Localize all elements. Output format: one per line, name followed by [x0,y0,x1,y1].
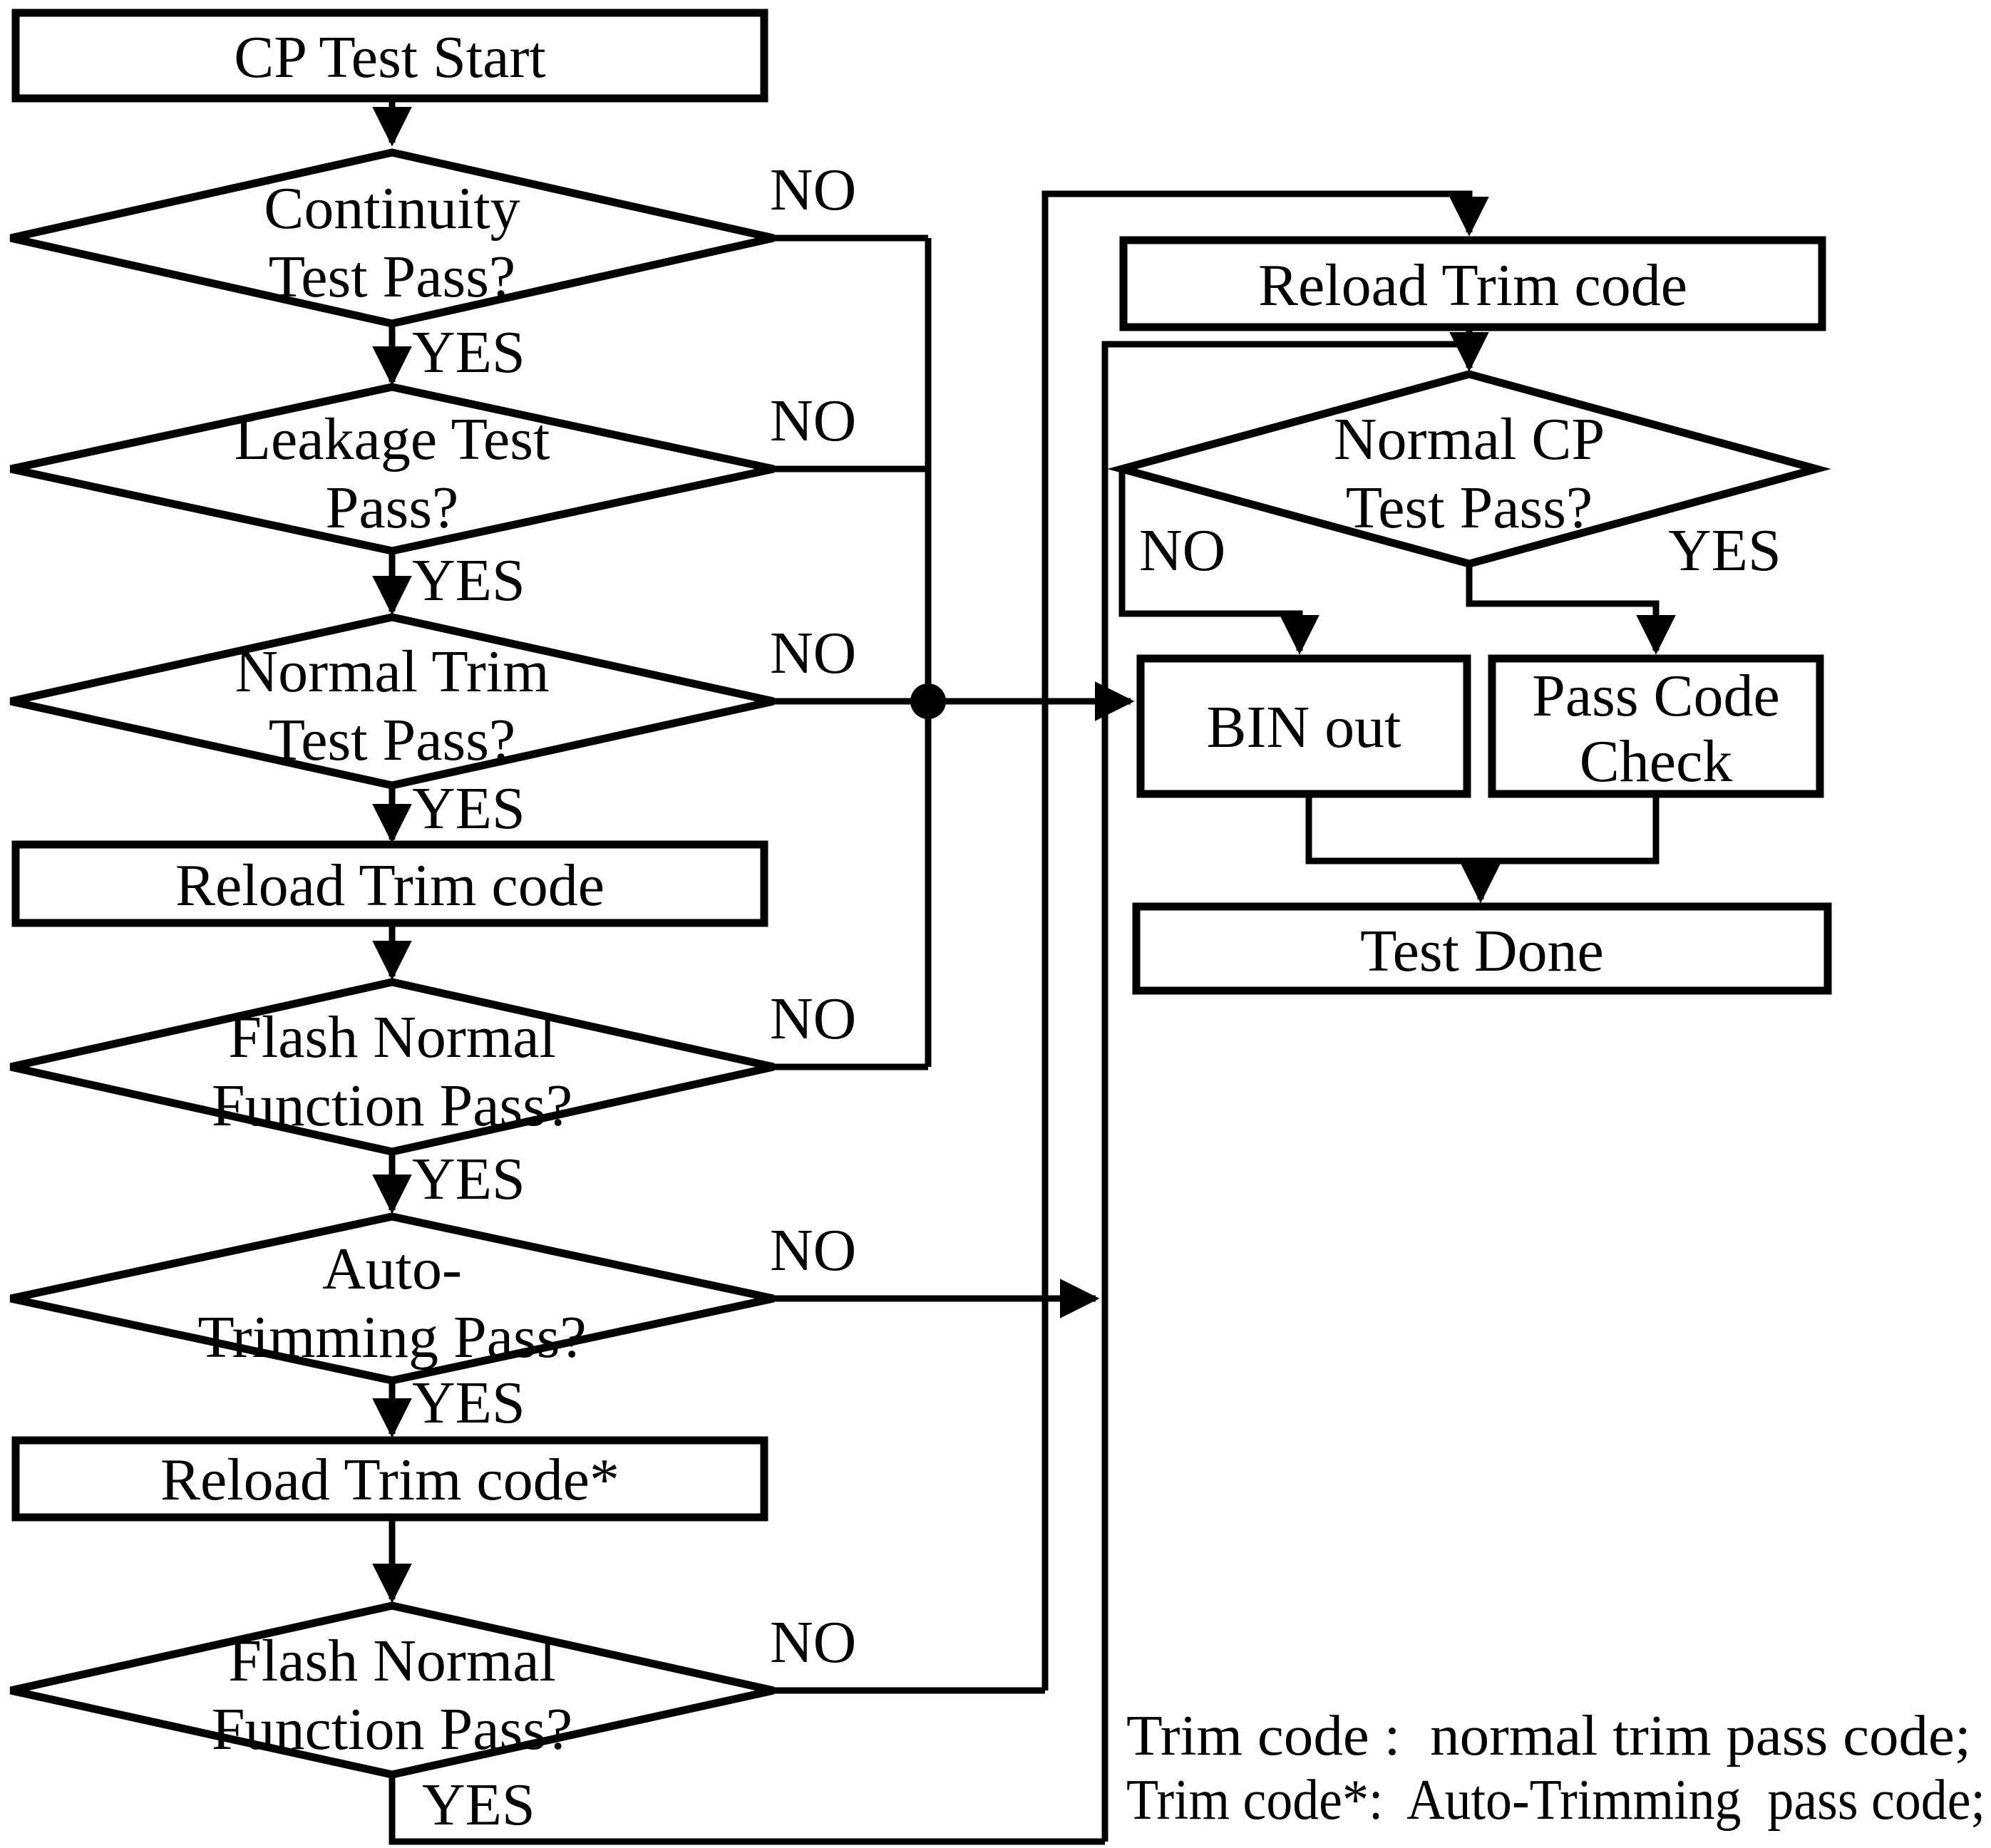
no-label-leakage: NO [770,388,856,454]
decision-auto-trimming-line2: Trimming Pass? [197,1304,586,1370]
reload-trim-code-box-right [1119,236,1826,331]
decision-normal-trim-line1: Normal Trim [235,639,549,705]
yes-label-flash-normal-1: YES [412,1146,525,1212]
connector-flash2-yes [389,1775,1105,1845]
decision-normal-cp-line1: Normal CP [1334,406,1605,473]
bus-flash2-no-to-reload [1041,190,1489,1690]
yes-label-normal-cp: YES [1668,517,1781,584]
no-label-flash-normal-1: NO [770,986,856,1052]
pass-code-check-box [1488,654,1824,798]
connector-normal-cp-yes [1466,564,1676,655]
reload-trim-code-box-right-label: Reload Trim code [1258,252,1687,319]
decision-flash-normal-2-line1: Flash Normal [228,1628,556,1694]
bus-yes-to-normal-cp [1101,341,1469,1842]
yes-label-continuity: YES [412,319,525,386]
connector-normal-cp-no [1118,469,1319,655]
legend-line-1: Trim code : normal trim pass code; [1126,1705,1971,1767]
yes-label-normal-trim: YES [412,775,525,842]
decision-flash-normal-1-line1: Flash Normal [228,1004,556,1070]
decision-continuity-line2: Test Pass? [269,244,515,310]
decision-leakage-line1: Leakage Test [235,406,550,473]
test-done-label: Test Done [1360,918,1604,984]
decision-continuity-line1: Continuity [264,175,520,242]
bin-out-box [1136,654,1471,798]
decision-flash-normal-1-line2: Function Pass? [212,1073,572,1139]
pass-code-check-line1: Pass Code [1532,663,1780,729]
decision-normal-trim-line2: Test Pass? [269,707,515,773]
no-label-flash-normal-2: NO [770,1609,856,1676]
yes-label-leakage: YES [412,547,525,614]
reload-trim-code-star-box [11,1436,768,1522]
pass-code-check-line2: Check [1580,728,1733,795]
start-box-label: CP Test Start [234,24,546,91]
decision-normal-cp-line2: Test Pass? [1346,475,1593,541]
yes-label-flash-normal-2: YES [422,1772,535,1838]
bin-out-label: BIN out [1207,694,1401,760]
reload-trim-code-box-1 [11,840,768,927]
decision-auto-trimming-line1: Auto- [322,1236,462,1302]
connector-merge [1305,794,1660,864]
no-label-continuity: NO [770,157,856,223]
no-label-normal-cp: NO [1139,517,1225,584]
yes-label-auto-trimming: YES [412,1370,525,1436]
decision-leakage-line2: Pass? [326,475,459,541]
reload-trim-code-box-1-label: Reload Trim code [175,852,604,919]
test-done-box [1132,902,1832,995]
decision-flash-normal-2-line2: Function Pass? [212,1696,572,1762]
legend-line-2: Trim code*: Auto-Trimming pass code; [1126,1769,1985,1832]
reload-trim-code-star-label: Reload Trim code* [160,1447,619,1513]
no-label-normal-trim: NO [770,620,856,686]
no-label-auto-trimming: NO [770,1217,856,1284]
